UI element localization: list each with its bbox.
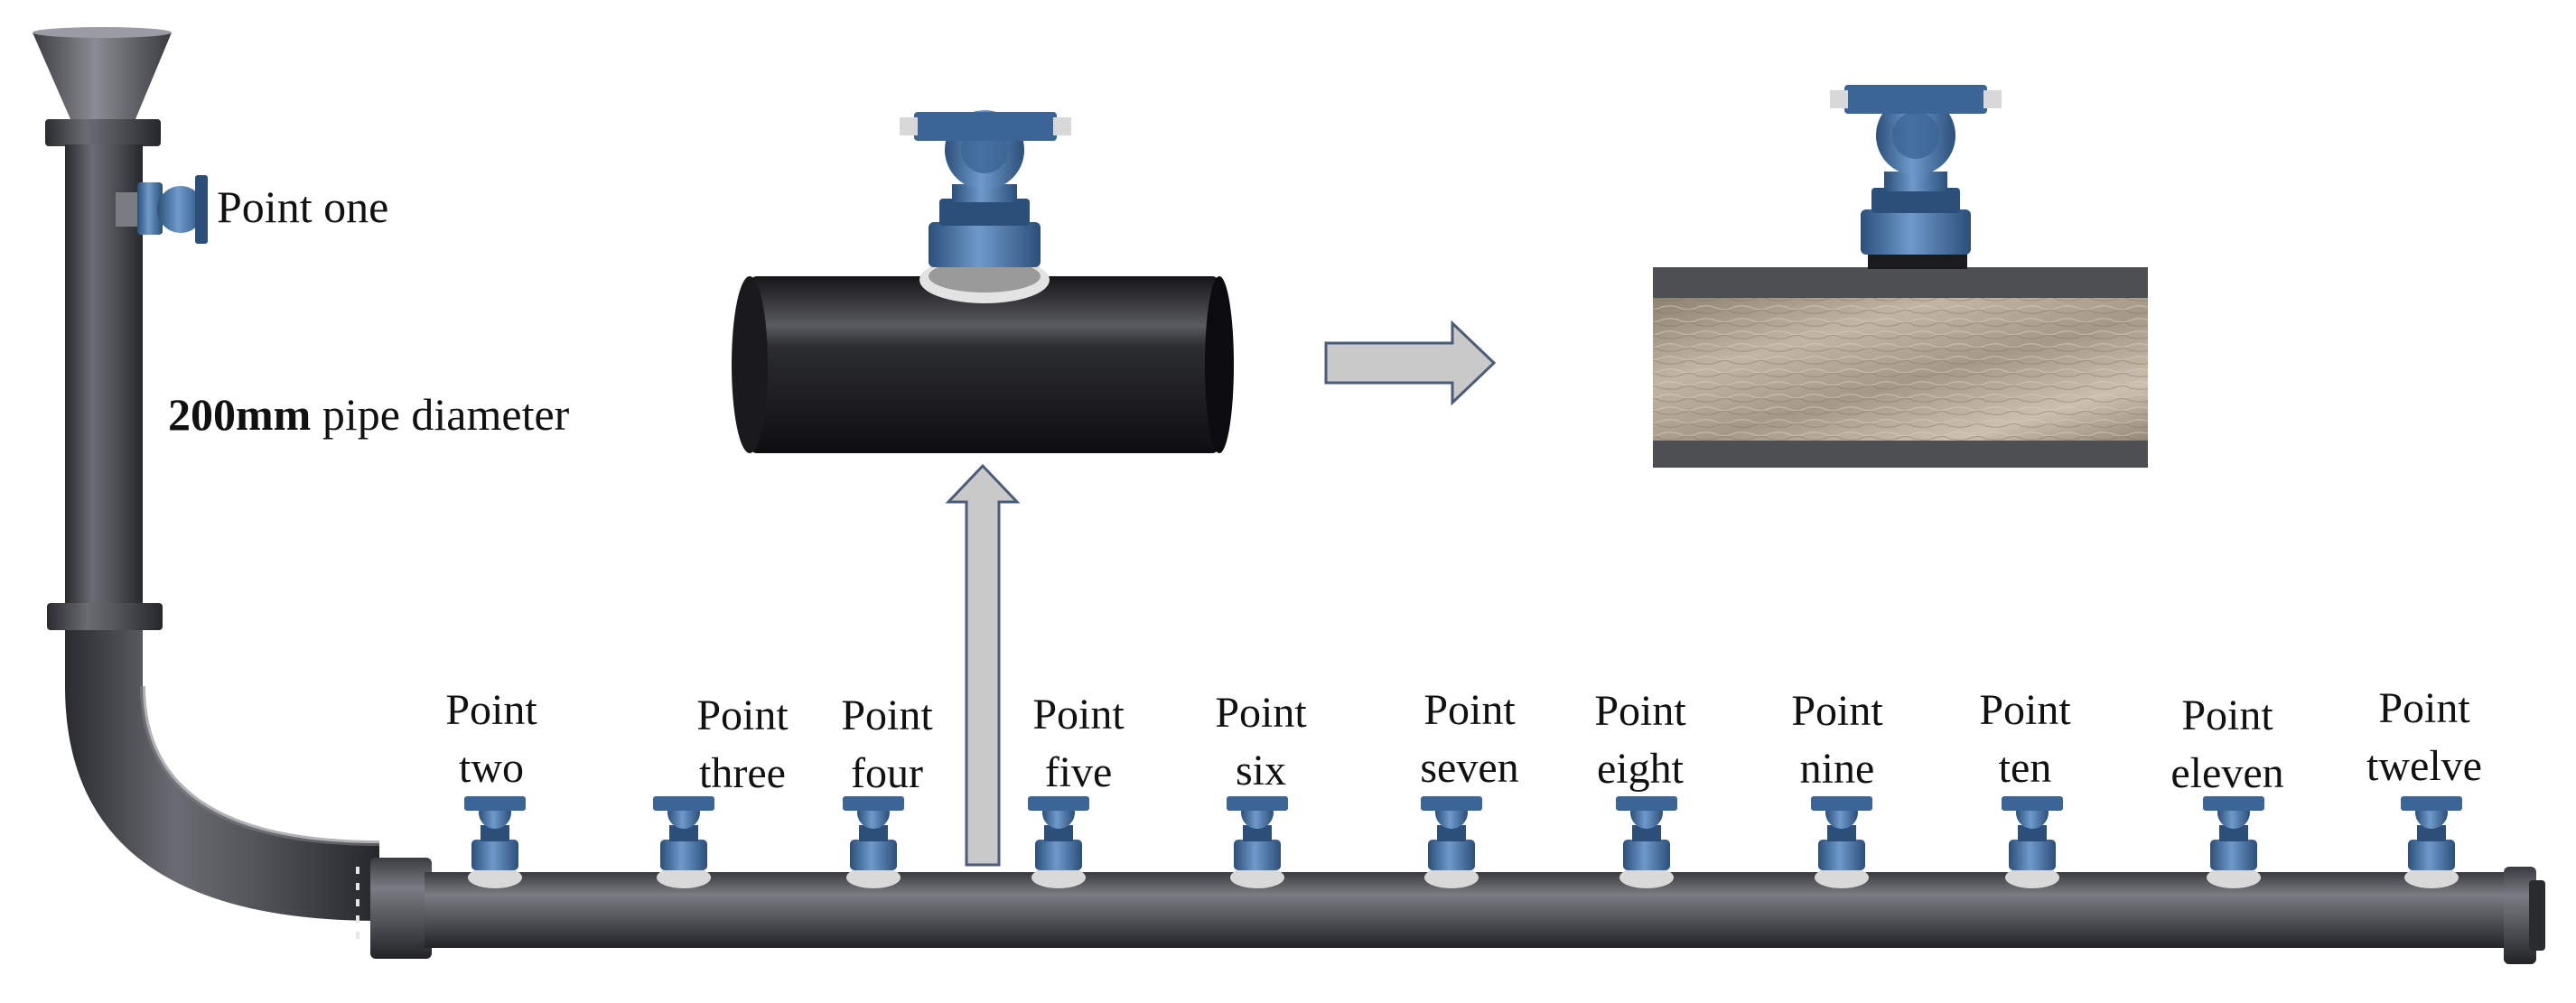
pipe-sensor [2401,796,2462,888]
pipe-sensors [464,796,2462,888]
arrow-right [1324,320,1497,406]
point-label-line1: Point [841,692,933,739]
middle-flange [47,603,163,630]
enlarged-sensor-left [900,110,1071,267]
pipe-sensor [1616,796,1677,888]
arrow-up [945,463,1021,867]
point-label-line1: Point [1215,689,1307,737]
diameter-text: pipe diameter [311,389,569,440]
diameter-label: 200mm pipe diameter [168,389,570,440]
point-labels: Point two Point three Point four Point five Poin… [445,684,2482,797]
pipe-sensor [1811,796,1872,888]
point-label-line2: eleven [2170,749,2283,797]
sensor-point-one [116,175,208,244]
hopper-funnel [33,33,172,119]
point-label-line2: nine [1800,745,1875,793]
pipe-sensor [653,796,714,888]
label-point-one: Point one [217,181,388,232]
enlarged-pipe-section [732,256,1234,453]
point-label-line2: three [699,749,786,797]
pipe-sensor [1421,796,1482,888]
pipe-elbow [65,630,379,921]
enlarged-sensor-right [1830,85,2002,255]
point-label-line2: seven [1420,744,1518,792]
point-label-line1: Point [1423,686,1516,734]
end-cap [2504,867,2536,964]
point-label-line1: Point [1594,687,1686,735]
pipe-sensor [1227,796,1288,888]
point-label-line2: eight [1597,745,1685,793]
pipe-sensor [464,796,526,888]
point-label-line1: Point [696,692,789,739]
point-label-line1: Point [2181,692,2273,739]
diameter-value: 200mm [168,389,311,440]
point-label-line2: six [1236,747,1286,794]
point-label-line1: Point [1791,687,1883,735]
pipe-cross-section [1653,253,2148,468]
point-label-line1: Point [445,686,537,734]
pipe-sensor [2203,796,2264,888]
pipe-sensor [1028,796,1089,888]
point-label-line2: two [459,744,524,792]
top-flange [45,119,161,146]
main-pipeline [33,27,2545,964]
point-label-line1: Point [2378,684,2470,732]
point-label-line2: five [1045,748,1113,796]
point-label-line2: ten [1999,744,2052,792]
point-label-line1: Point [1032,691,1125,738]
pipe-sensor [843,796,904,888]
point-label-line1: Point [1979,686,2071,734]
pipe-sensor [2002,796,2063,888]
bottom-left-flange [370,858,432,959]
point-label-line2: twelve [2366,742,2482,790]
point-label-line2: four [851,749,923,797]
